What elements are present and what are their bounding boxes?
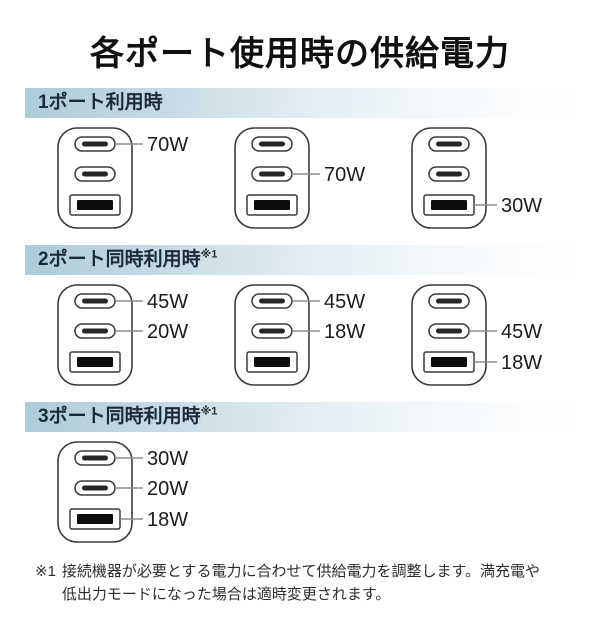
page-title: 各ポート使用時の供給電力 bbox=[90, 35, 510, 73]
footnote-line: 低出力モードになった場合は適時変更されます。 bbox=[61, 586, 391, 604]
wattage-label: 70W bbox=[147, 134, 188, 156]
port-pin bbox=[259, 141, 285, 147]
charger-diagram: 30W bbox=[411, 127, 542, 229]
wattage-label: 45W bbox=[147, 291, 188, 313]
wattage-label: 30W bbox=[147, 448, 188, 470]
section-header: 2ポート同時利用時※1 bbox=[25, 245, 580, 275]
wattage-label: 18W bbox=[147, 509, 188, 531]
charger-row: 70W 70W 30W bbox=[25, 118, 580, 232]
port-pin bbox=[431, 200, 467, 210]
wattage-label: 70W bbox=[324, 164, 365, 186]
wattage-label: 45W bbox=[501, 321, 542, 343]
port-pin bbox=[259, 171, 285, 177]
port-pin bbox=[77, 514, 113, 524]
port-pin bbox=[82, 298, 108, 304]
section-heading-text: 1ポート利用時 bbox=[38, 92, 163, 113]
charger-row: 30W 20W 18W bbox=[25, 432, 580, 546]
wattage-label: 18W bbox=[324, 321, 365, 343]
charger-diagram: 30W 20W 18W bbox=[57, 441, 188, 543]
port-pin bbox=[436, 171, 462, 177]
port-pin bbox=[77, 200, 113, 210]
port-pin bbox=[77, 357, 113, 367]
note-ref: ※1 bbox=[200, 405, 218, 418]
charger-diagram: 70W bbox=[234, 127, 365, 229]
wattage-label: 45W bbox=[324, 291, 365, 313]
port-pin bbox=[259, 328, 285, 334]
port-pin bbox=[259, 298, 285, 304]
footnote-text: 接続機器が必要とする電力に合わせて供給電力を調整します。満充電や 低出力モードに… bbox=[62, 560, 580, 607]
charger-diagram: 70W bbox=[57, 127, 188, 229]
note-ref: ※1 bbox=[200, 248, 218, 261]
wattage-label: 30W bbox=[501, 195, 542, 217]
port-pin bbox=[436, 298, 462, 304]
wattage-label: 20W bbox=[147, 478, 188, 500]
port-pin bbox=[82, 485, 108, 491]
section-1-port: 1ポート利用時 70W 70W 30W bbox=[25, 88, 580, 232]
port-pin bbox=[254, 357, 290, 367]
wattage-label: 20W bbox=[147, 321, 188, 343]
section-header: 1ポート利用時 bbox=[25, 88, 580, 118]
port-pin bbox=[431, 357, 467, 367]
section-heading-text: 2ポート同時利用時 bbox=[38, 249, 201, 270]
port-pin bbox=[82, 141, 108, 147]
section-3-ports: 3ポート同時利用時※1 30W 20W 18W bbox=[25, 402, 580, 546]
section-heading-text: 3ポート同時利用時 bbox=[38, 406, 201, 427]
port-pin bbox=[82, 328, 108, 334]
port-pin bbox=[254, 200, 290, 210]
footnote: ※1 接続機器が必要とする電力に合わせて供給電力を調整します。満充電や 低出力モ… bbox=[35, 560, 580, 607]
section-header: 3ポート同時利用時※1 bbox=[25, 402, 580, 432]
port-pin bbox=[82, 455, 108, 461]
footnote-line: 接続機器が必要とする電力に合わせて供給電力を調整します。満充電や bbox=[61, 563, 540, 580]
infographic-page: 各ポート使用時の供給電力 1ポート利用時 70W 70W 30W 2ポート同時利用時… bbox=[0, 26, 600, 626]
port-pin bbox=[436, 141, 462, 147]
port-pin bbox=[82, 171, 108, 177]
port-pin bbox=[436, 328, 462, 334]
wattage-label: 18W bbox=[501, 352, 542, 374]
footnote-marker: ※1 bbox=[35, 563, 56, 580]
